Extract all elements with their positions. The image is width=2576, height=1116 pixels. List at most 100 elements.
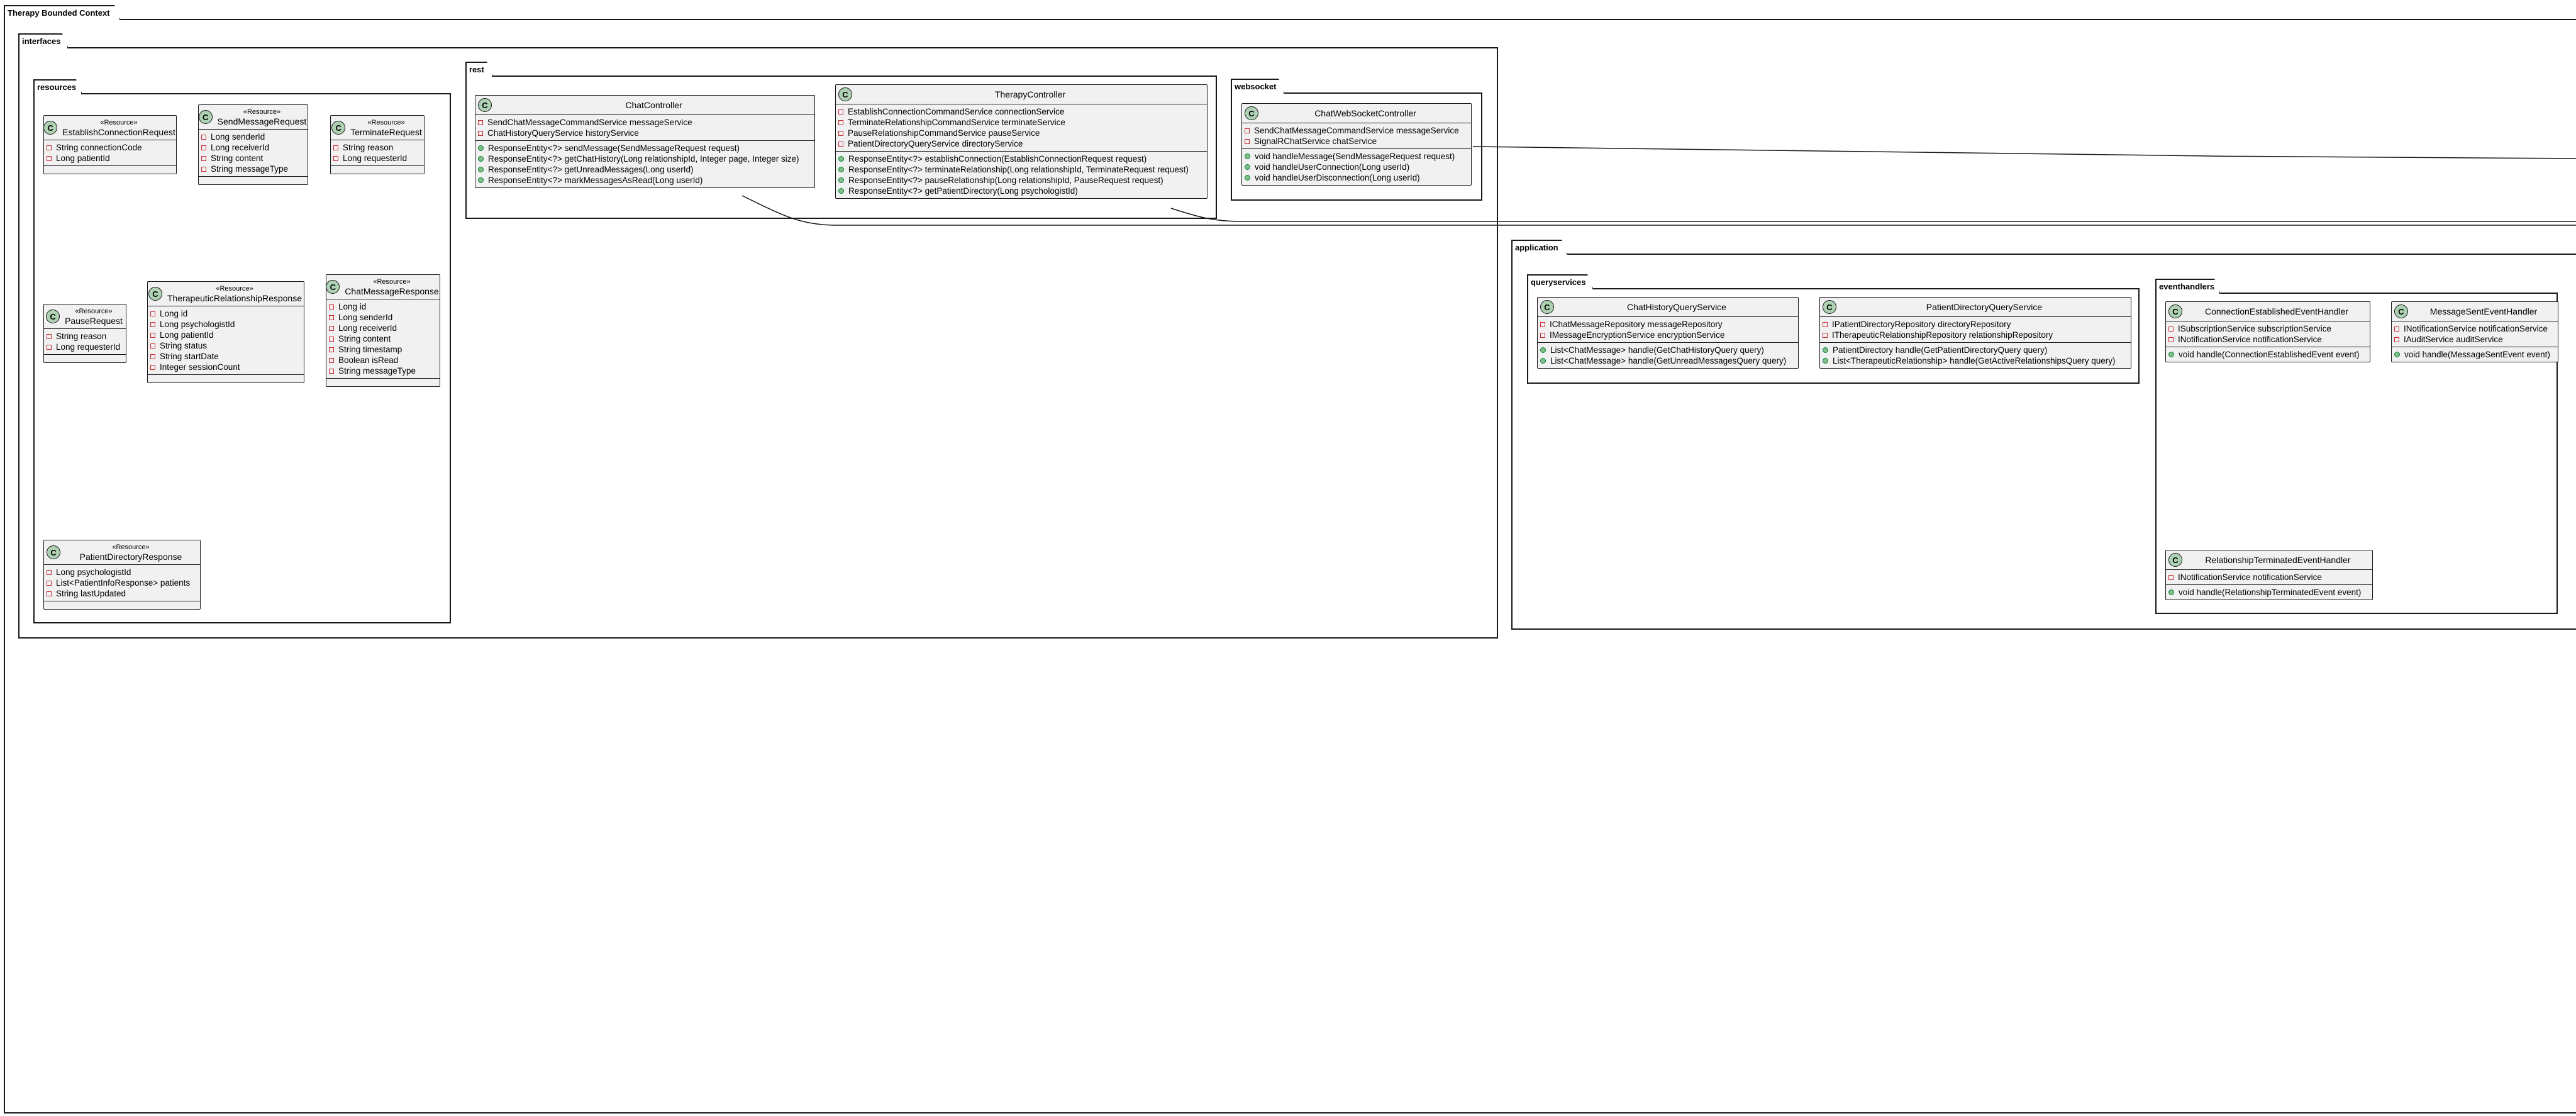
package-eventhandlers: eventhandlers [2155,293,2558,614]
method: ResponseEntity<?> markMessagesAsRead(Lon… [488,176,703,185]
private-icon [2168,326,2174,332]
method: void handle(RelationshipTerminatedEvent … [2179,588,2362,597]
methods-section: ResponseEntity<?> sendMessage(SendMessag… [475,141,814,187]
public-icon [478,156,484,162]
class-name: TerminateRequest [350,127,422,137]
public-icon [1823,358,1828,364]
private-icon [838,141,843,147]
public-icon [478,145,484,151]
field: INotificationService notificationService [2178,572,2322,582]
field: Long requesterId [343,153,408,163]
private-icon [329,325,334,331]
fields-section: IPatientDirectoryRepository directoryRep… [1820,317,2131,343]
private-icon [838,109,843,114]
private-icon [1540,321,1545,327]
private-icon [150,354,155,359]
fields-section: EstablishConnectionCommandService connec… [836,104,1207,152]
class-icon: C [838,87,852,101]
package-interfaces: interfaces [18,47,1498,639]
class-icon: C [148,287,162,301]
package-tab: interfaces [18,33,69,48]
private-icon [47,580,52,586]
public-icon [2168,352,2174,357]
field: String timestamp [338,345,402,354]
class-icon: C [43,121,58,135]
field: String connectionCode [56,143,142,152]
private-icon [2394,337,2399,342]
package-queryservices: queryservices [1527,288,2140,384]
method: ResponseEntity<?> sendMessage(SendMessag… [488,143,740,153]
field: ChatHistoryQueryService historyService [487,128,639,138]
public-icon [2168,589,2174,595]
class-icon: C [1823,300,1836,314]
field: Boolean isRead [338,355,399,365]
private-icon [47,344,52,350]
fields-section: Long id Long senderId Long receiverId St… [326,299,440,379]
package-tab: resources [33,79,82,94]
class-name: ChatWebSocketController [1314,108,1416,118]
class-icon: C [2394,304,2408,318]
class-icon: C [2168,553,2182,567]
private-icon [329,368,334,374]
package-therapy-bounded-context: Therapy Bounded Context [4,19,2576,1113]
method: void handle(MessageSentEvent event) [2404,350,2550,359]
class-relationship-terminated-event-handler: C RelationshipTerminatedEventHandler INo… [2165,550,2373,600]
field: IPatientDirectoryRepository directoryRep… [1832,320,2011,329]
methods-section [331,166,424,174]
method: ResponseEntity<?> getUnreadMessages(Long… [488,165,694,174]
private-icon [47,591,52,596]
public-icon [1245,175,1250,181]
method: ResponseEntity<?> terminateRelationship(… [848,165,1189,174]
private-icon [201,134,206,140]
method: ResponseEntity<?> establishConnection(Es… [848,154,1147,164]
private-icon [838,130,843,136]
public-icon [1245,164,1250,170]
method: List<ChatMessage> handle(GetUnreadMessag… [1550,356,1787,365]
class-pause-request: C «Resource»PauseRequest String reason L… [43,304,126,363]
fields-section: ISubscriptionService subscriptionService… [2166,321,2370,347]
field: EstablishConnectionCommandService connec… [848,107,1065,116]
public-icon [478,167,484,172]
field: SignalRChatService chatService [1254,137,1377,146]
methods-section: void handle(MessageSentEvent event) [2392,347,2558,362]
class-icon: C [478,98,492,112]
field: IChatMessageRepository messageRepository [1550,320,1723,329]
package-rest: rest [465,75,1217,219]
public-icon [838,188,844,194]
private-icon [2168,337,2174,342]
private-icon [201,145,206,150]
class-name: RelationshipTerminatedEventHandler [2205,554,2351,565]
class-chat-history-query-service: C ChatHistoryQueryService IChatMessageRe… [1537,297,1799,369]
package-tab: eventhandlers [2155,279,2221,294]
private-icon [333,145,338,150]
method: List<TherapeuticRelationship> handle(Get… [1833,356,2116,365]
methods-section: List<ChatMessage> handle(GetChatHistoryQ… [1538,343,1798,368]
field: String messageType [211,164,289,174]
private-icon [333,155,338,161]
method: ResponseEntity<?> getPatientDirectory(Lo… [848,186,1078,196]
private-icon [329,336,334,342]
class-icon: C [2168,304,2182,318]
class-icon: C [1540,300,1554,314]
method: ResponseEntity<?> getChatHistory(Long re… [488,154,799,164]
fields-section: SendChatMessageCommandService messageSer… [475,115,814,141]
field: ITherapeuticRelationshipRepository relat… [1832,330,2053,340]
private-icon [329,347,334,352]
field: String reason [343,143,394,152]
private-icon [150,343,155,349]
methods-section: void handle(ConnectionEstablishedEvent e… [2166,347,2370,362]
class-establish-connection-request: C «Resource»EstablishConnectionRequest S… [43,115,177,174]
methods-section [44,601,200,609]
private-icon [1823,321,1828,327]
methods-section [44,166,176,174]
public-icon [478,177,484,183]
private-icon [478,120,483,125]
fields-section: INotificationService notificationService… [2392,321,2558,347]
class-name: ChatController [625,99,682,110]
field: String startDate [160,352,219,361]
class-connection-established-event-handler: C ConnectionEstablishedEventHandler ISub… [2165,301,2370,362]
field: Long requesterId [56,342,121,352]
private-icon [47,333,52,339]
methods-section: ResponseEntity<?> establishConnection(Es… [836,152,1207,198]
class-send-message-request: C «Resource»SendMessageRequest Long send… [198,104,308,185]
